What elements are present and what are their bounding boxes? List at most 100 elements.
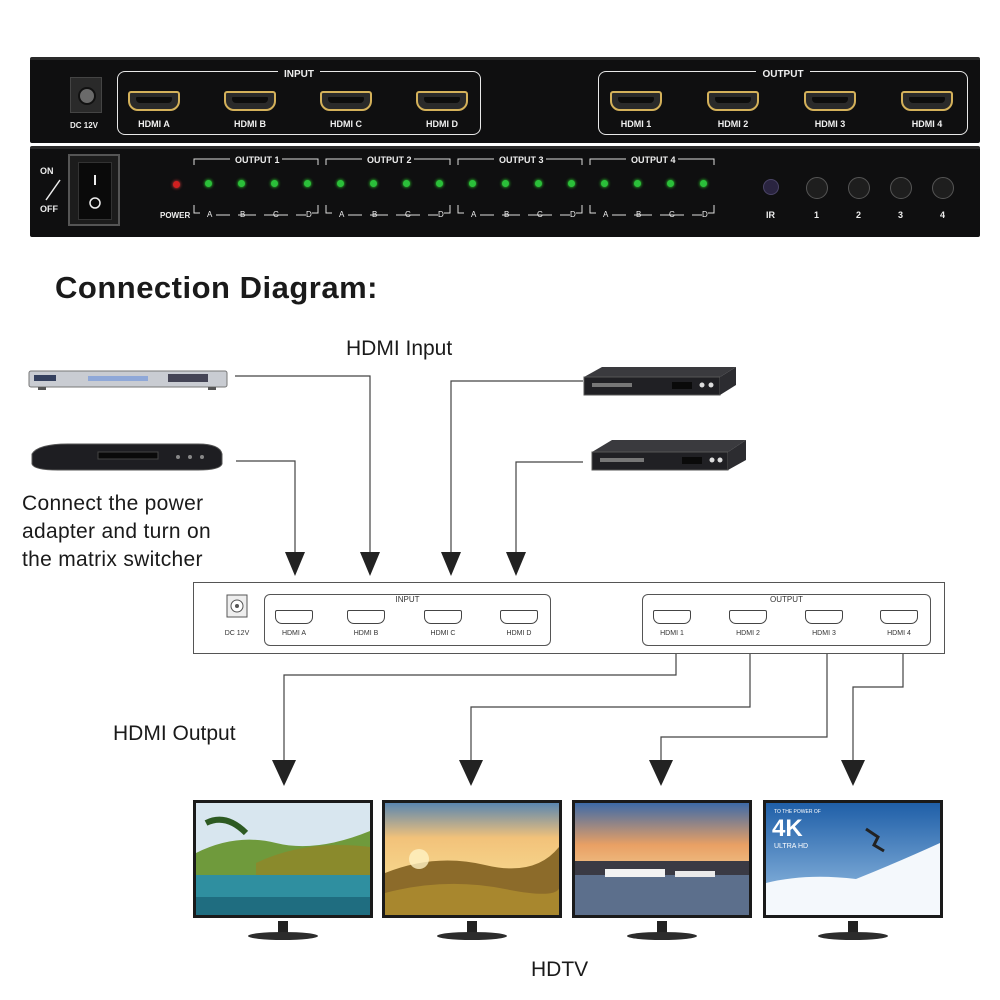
led-out1-b [238,180,245,187]
channel-label: D [306,210,312,219]
tv-screen [382,800,562,918]
hdmi-output-label: HDMI Output [113,722,236,745]
schematic-input-title: INPUT [391,595,424,604]
led-out2-c [403,180,410,187]
harbor-sunset-image [575,803,749,915]
button-label: 4 [940,210,946,220]
led-out2-b [370,180,377,187]
output-port-label: HDMI 3 [814,119,846,129]
set-top-box-2-icon [591,440,746,471]
hdtv-2 [382,800,562,940]
output-button-2[interactable] [848,177,870,199]
output-group-title: OUTPUT [756,69,810,80]
tv-neck [278,921,288,933]
schematic-input-label: HDMI D [506,630,532,637]
tv-stand [437,932,507,940]
output-group-title: OUTPUT 2 [367,155,412,165]
channel-label: A [603,210,609,219]
schematic-dc-label: DC 12V [224,630,250,637]
button-label: 1 [814,210,820,220]
channel-label: A [207,210,213,219]
led-out3-d [568,180,575,187]
output-group-brackets [193,158,715,216]
led-out1-a [205,180,212,187]
channel-label: D [702,210,708,219]
tv-neck [467,921,477,933]
channel-label: B [504,210,510,219]
schematic-output-port [805,610,843,624]
led-out3-a [469,180,476,187]
4k-skier-image [766,803,940,915]
set-top-box-1-icon [583,367,736,396]
hdmi-output-port-2[interactable] [707,91,759,111]
output-button-4[interactable] [932,177,954,199]
schematic-input-label: HDMI A [281,630,307,637]
channel-label: C [273,210,279,219]
dc-power-jack[interactable] [70,77,102,113]
channel-label: D [570,210,576,219]
tv-stand [248,932,318,940]
rocker [78,162,112,220]
schematic-dc-jack-icon [226,594,248,618]
schematic-input-port [500,610,538,624]
schematic-output-title: OUTPUT [766,595,807,604]
led-out1-c [271,180,278,187]
hdtv-1 [193,800,373,940]
switch-symbols-icon [89,175,101,209]
led-out2-d [436,180,443,187]
tv-neck [848,921,858,933]
power-note-line: Connect the power [22,492,204,515]
output-port-group: OUTPUT [598,69,968,135]
led-out4-b [634,180,641,187]
hdmi-input-label: HDMI Input [346,337,453,360]
hdmi-output-port-3[interactable] [804,91,856,111]
schematic-input-port [275,610,313,624]
tv4-top-text: TO THE POWER OF [774,809,821,815]
hdmi-input-port-c[interactable] [320,91,372,111]
schematic-output-label: HDMI 2 [736,630,760,637]
button-label: 3 [898,210,904,220]
diagram-heading: Connection Diagram: [55,270,378,305]
dvd-player-1-icon [28,370,228,390]
schematic-output-port [653,610,691,624]
hdmi-output-port-1[interactable] [610,91,662,111]
output-button-3[interactable] [890,177,912,199]
input-port-group: INPUT [117,69,481,135]
led-out4-d [700,180,707,187]
output-group-title: OUTPUT 3 [499,155,544,165]
switch-on-label: ON [40,166,54,176]
input-port-label: HDMI D [426,119,458,129]
dvd-player-2-icon [31,443,223,471]
schematic-output-port [880,610,918,624]
tv-stand [818,932,888,940]
power-led [173,181,180,188]
input-port-label: HDMI C [330,119,362,129]
hdmi-input-port-d[interactable] [416,91,468,111]
schematic-input-label: HDMI B [353,630,379,637]
output-group-title: OUTPUT 1 [235,155,280,165]
schematic-input-group: INPUT [264,594,551,646]
hdmi-input-port-a[interactable] [128,91,180,111]
ir-label: IR [766,210,775,220]
channel-label: B [240,210,246,219]
power-note-line: the matrix switcher [22,548,203,571]
power-switch[interactable] [68,154,120,226]
led-out1-d [304,180,311,187]
led-out4-c [667,180,674,187]
led-out3-c [535,180,542,187]
channel-label: D [438,210,444,219]
input-port-label: HDMI B [234,119,266,129]
schematic-output-group: OUTPUT [642,594,931,646]
channel-label: C [537,210,543,219]
tv-screen: TO THE POWER OF 4K ULTRA HD [763,800,943,918]
sunset-valley-image [385,803,559,915]
hdmi-output-port-4[interactable] [901,91,953,111]
schematic-output-label: HDMI 3 [812,630,836,637]
switch-off-label: OFF [40,204,58,214]
led-out4-a [601,180,608,187]
tv-stand [627,932,697,940]
hdmi-input-port-b[interactable] [224,91,276,111]
output-button-1[interactable] [806,177,828,199]
power-label: POWER [160,211,191,220]
